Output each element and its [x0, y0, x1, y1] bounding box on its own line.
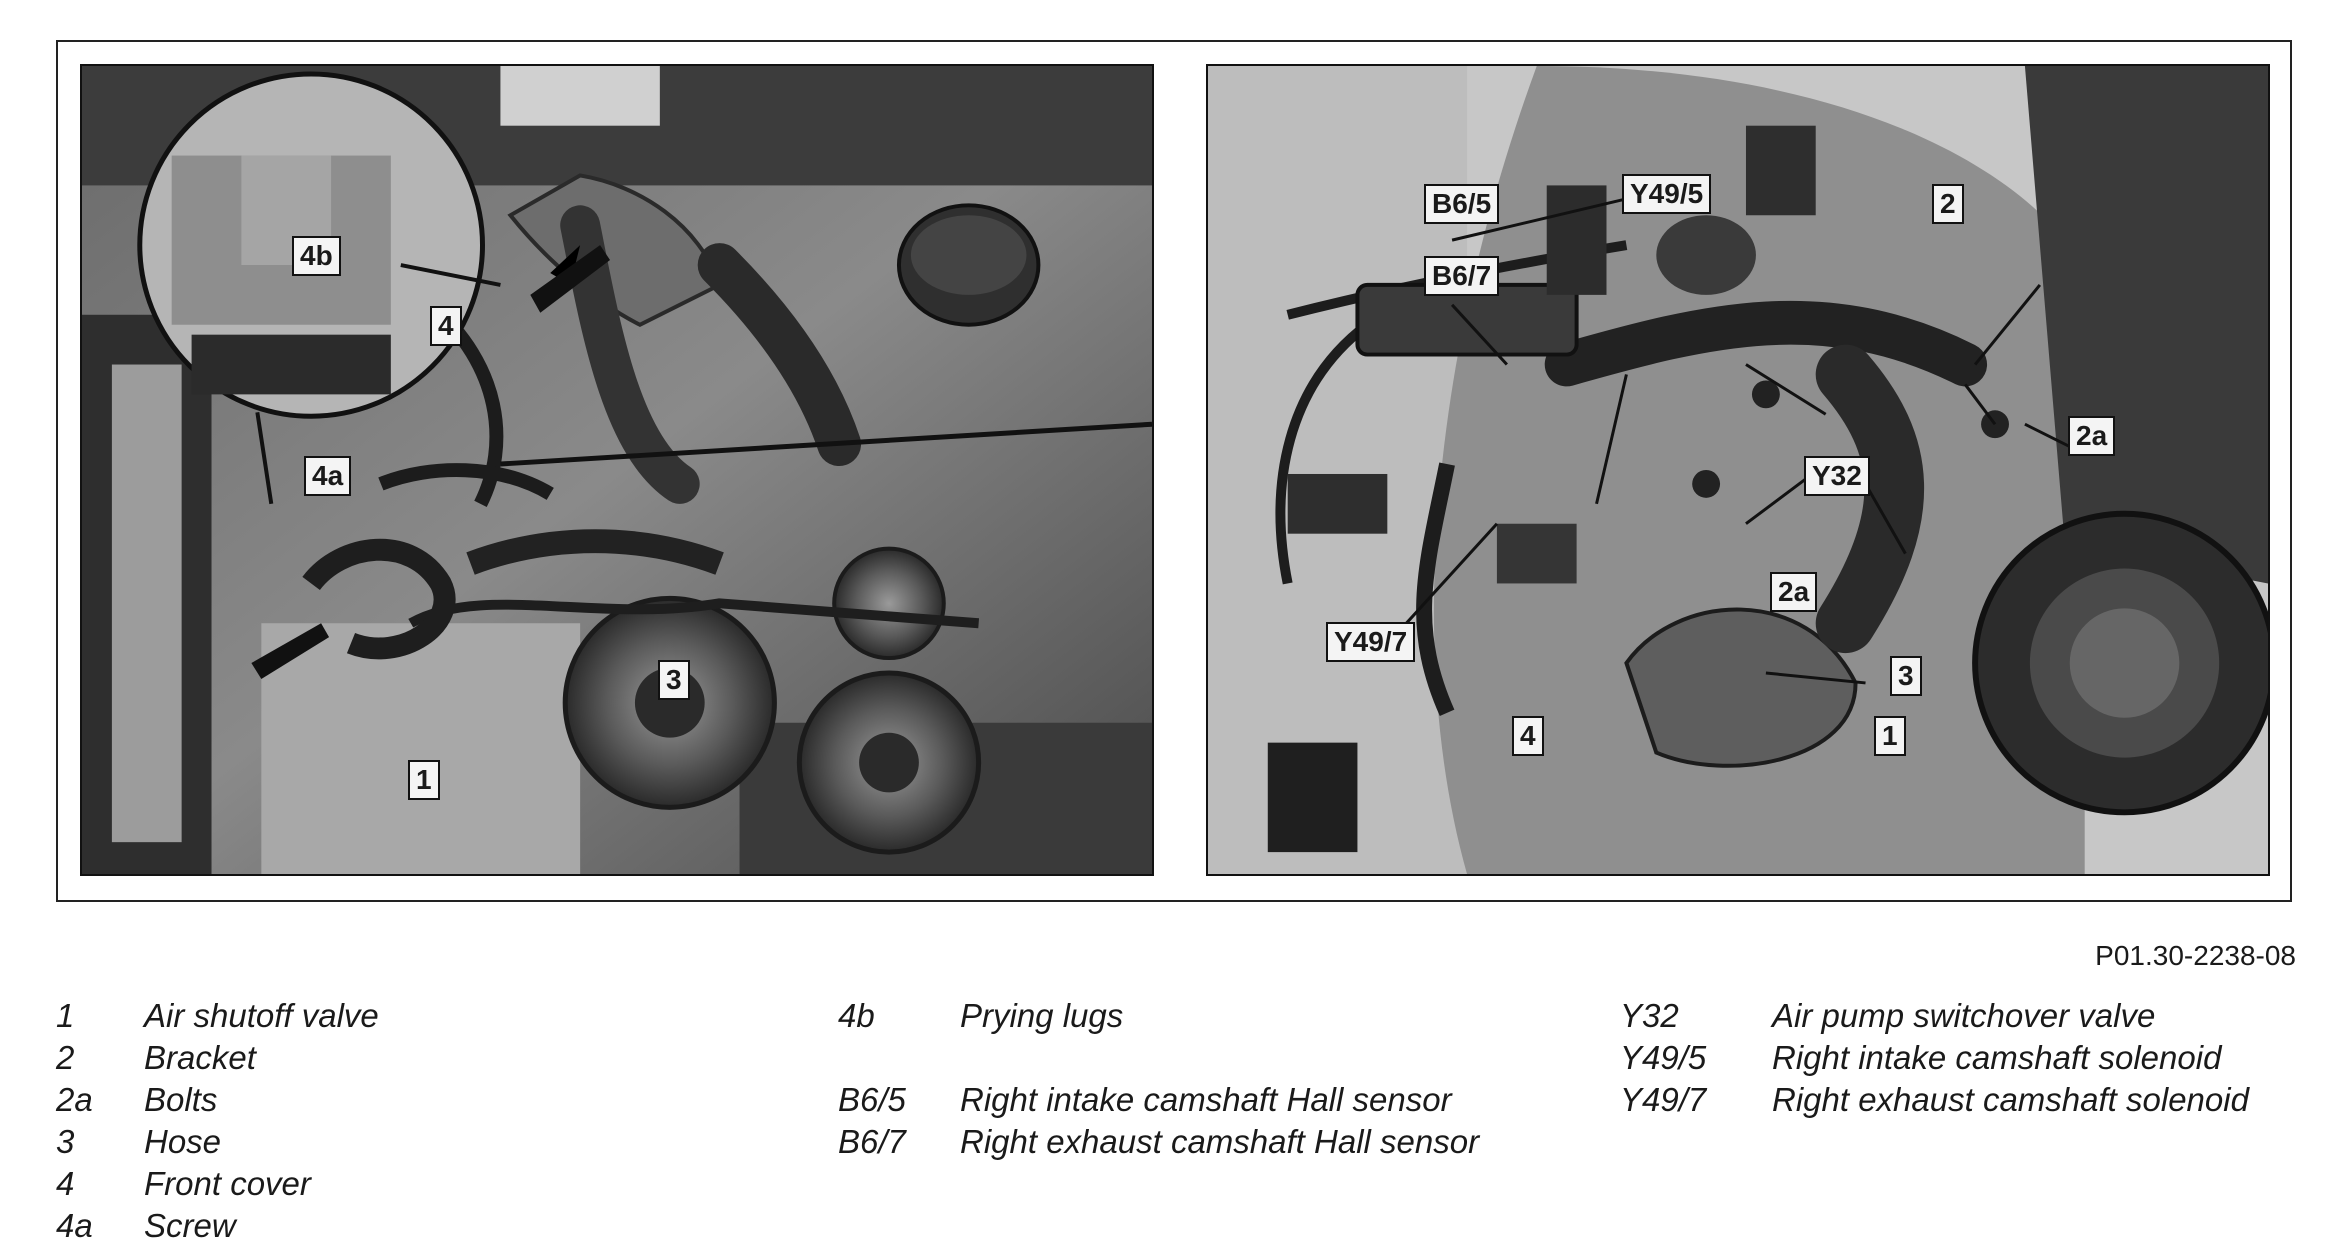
legend-row: Y49/5 Right intake camshaft solenoid [1620, 1037, 2249, 1079]
legend-label: Prying lugs [960, 997, 1124, 1034]
engine-photo-right-drawing [1208, 66, 2268, 874]
legend-key: 2a [56, 1081, 93, 1118]
callout-Y49-7: Y49/7 [1326, 622, 1416, 662]
legend-row: Y32 Air pump switchover valve [1620, 995, 2249, 1037]
legend-key: Y49/7 [1620, 1081, 1707, 1118]
legend-row: Y49/7 Right exhaust camshaft solenoid [1620, 1079, 2249, 1121]
callout-B6-5: B6/5 [1424, 184, 1500, 224]
callout-4b: 4b [292, 236, 341, 276]
legend-row: B6/7 Right exhaust camshaft Hall sensor [838, 1121, 1479, 1163]
legend-row: 4 Front cover [56, 1163, 379, 1205]
callout-4-right: 4 [1512, 716, 1544, 756]
legend-label: Front cover [144, 1165, 311, 1202]
legend-label: Right intake camshaft solenoid [1772, 1039, 2222, 1076]
legend-label: Right exhaust camshaft Hall sensor [960, 1123, 1480, 1160]
legend-key: 3 [56, 1123, 75, 1160]
callout-Y32: Y32 [1804, 456, 1870, 496]
callout-Y49-5: Y49/5 [1622, 174, 1712, 214]
legend-key: Y49/5 [1620, 1039, 1707, 1076]
legend-label: Right exhaust camshaft solenoid [1772, 1081, 2249, 1118]
engine-photo-left: 4b 4 4a 3 1 [80, 64, 1154, 876]
engine-photo-right: B6/5 Y49/5 2 B6/7 Y32 2a 2a Y49/7 3 4 1 [1206, 64, 2270, 876]
legend-row: 1 Air shutoff valve [56, 995, 379, 1037]
callout-3: 3 [658, 660, 690, 700]
callout-4a: 4a [304, 456, 352, 496]
legend-row: 2 Bracket [56, 1037, 379, 1079]
legend-row: B6/5 Right intake camshaft Hall sensor [838, 1079, 1479, 1121]
legend-row: 3 Hose [56, 1121, 379, 1163]
legend-label: Air pump switchover valve [1772, 997, 2156, 1034]
legend-key: Y32 [1620, 997, 1679, 1034]
legend-key: 4b [838, 997, 875, 1034]
figure-frame: 4b 4 4a 3 1 [56, 40, 2292, 902]
callout-2: 2 [1932, 184, 1964, 224]
callout-4: 4 [430, 306, 462, 346]
callout-2a-lower: 2a [1770, 572, 1818, 612]
legend-key: 4a [56, 1207, 93, 1244]
legend-label: Screw [144, 1207, 236, 1244]
legend-key: 1 [56, 997, 75, 1034]
callout-1: 1 [408, 760, 440, 800]
callout-B6-7: B6/7 [1424, 256, 1500, 296]
callout-3-right: 3 [1890, 656, 1922, 696]
legend-column-1: 1 Air shutoff valve 2 Bracket 2a Bolts 3 Hos… [56, 995, 379, 1247]
legend-row: 2a Bolts [56, 1079, 379, 1121]
legend-row: 4b Prying lugs [838, 995, 1479, 1037]
legend-key: 2 [56, 1039, 75, 1076]
legend-label: Air shutoff valve [144, 997, 379, 1034]
callout-1-right: 1 [1874, 716, 1906, 756]
legend-label: Bracket [144, 1039, 256, 1076]
engine-photo-left-drawing [82, 66, 1152, 874]
legend-key: B6/5 [838, 1081, 906, 1118]
legend-label: Bolts [144, 1081, 218, 1118]
figure-id: P01.30-2238-08 [2095, 940, 2296, 971]
legend-label: Hose [144, 1123, 222, 1160]
legend-key: 4 [56, 1165, 75, 1202]
legend-label: Right intake camshaft Hall sensor [960, 1081, 1452, 1118]
legend-column-2: 4b Prying lugs B6/5 Right intake camshaft … [838, 995, 1479, 1163]
legend-key: B6/7 [838, 1123, 906, 1160]
legend-spacer [838, 1037, 1479, 1079]
legend-row: 4a Screw [56, 1205, 379, 1247]
callout-2a-upper: 2a [2068, 416, 2116, 456]
